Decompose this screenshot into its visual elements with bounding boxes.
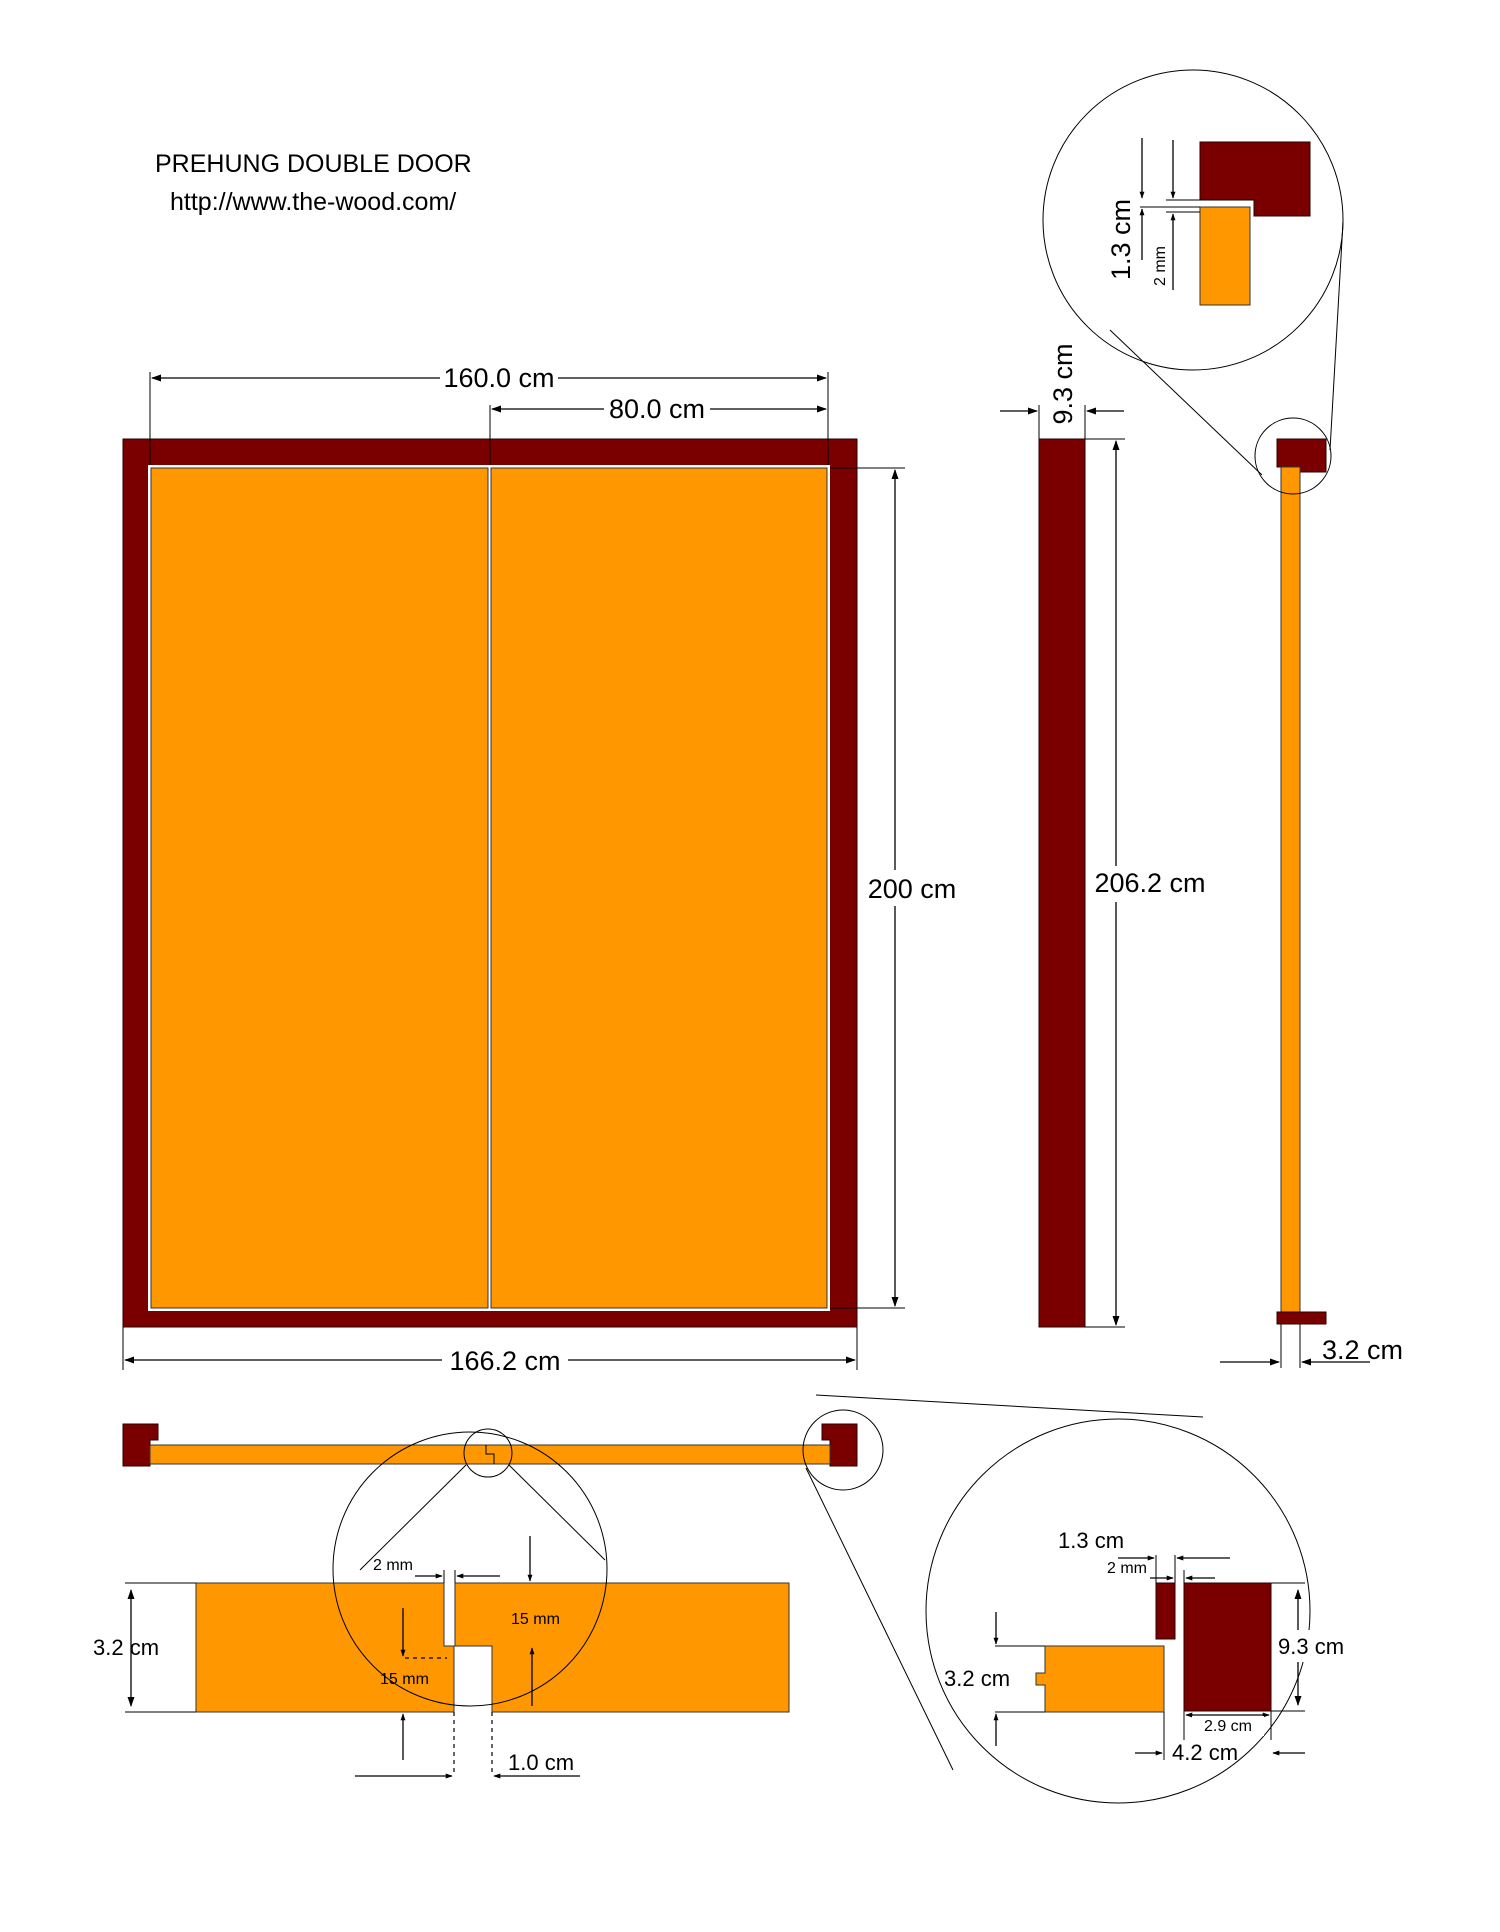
detail-jamb-plan: 1.3 cm 2 mm 9.3 cm 3.2 cm 2.9 cm 4.2 cm	[925, 1418, 1375, 1804]
meeting-step-label-a: 15 mm	[511, 1611, 560, 1628]
jamb-detail-leaf	[1035, 1645, 1165, 1713]
right-door-leaf	[490, 467, 828, 1309]
detail-top-circle: 1.3 cm 2 mm	[1042, 69, 1344, 371]
side-jamb	[1038, 438, 1086, 1328]
outer-width-label: 166.2 cm	[449, 1346, 560, 1376]
meeting-thickness-label: 3.2 cm	[93, 1635, 159, 1660]
dimension-outer-width: 166.2 cm	[122, 1327, 858, 1377]
magnify-circle-jamb	[802, 1409, 884, 1491]
meeting-left-leaf	[195, 1582, 455, 1713]
door-height-label: 200 cm	[868, 874, 957, 904]
jamb-frame-block	[1183, 1582, 1272, 1712]
plan-section-view	[122, 1394, 1204, 1771]
sill-section	[1276, 1311, 1327, 1325]
detail-jamb-outline	[925, 1418, 1311, 1804]
jamb-gap-label: 2 mm	[1107, 1560, 1147, 1577]
left-door-leaf	[150, 467, 489, 1309]
leaf-width-label: 80.0 cm	[609, 394, 705, 424]
jamb-depth-label: 9.3 cm	[1048, 343, 1078, 424]
detail-top-gap-label: 2 mm	[1152, 246, 1169, 286]
jamb-frame-width-label: 4.2 cm	[1172, 1740, 1238, 1765]
detail-top-outline	[1042, 69, 1344, 371]
jamb-leaf-thickness-label: 3.2 cm	[944, 1666, 1010, 1691]
side-jamb-view: 9.3 cm 206.2 cm	[1000, 343, 1210, 1328]
magnify-circle-meeting	[463, 1428, 513, 1478]
detail-top-frame	[1199, 141, 1311, 217]
detail-top-leaf	[1199, 206, 1251, 306]
dimension-door-height: 200 cm	[830, 467, 963, 1309]
detail-meeting-outline	[332, 1431, 608, 1707]
side-section-view: 3.2 cm	[1109, 221, 1403, 1368]
jamb-depth-detail-label: 9.3 cm	[1278, 1634, 1344, 1659]
section-thickness-label: 3.2 cm	[1322, 1335, 1403, 1365]
jamb-overlap-label: 1.3 cm	[1058, 1528, 1124, 1553]
detail-meeting-stile: 2 mm 15 mm 15 mm 1.0 cm 3.2 cm	[93, 1431, 790, 1779]
dimension-leaf-width: 80.0 cm	[489, 392, 827, 465]
plan-left-jamb	[122, 1423, 159, 1467]
front-view	[122, 438, 858, 1328]
jamb-height-label: 206.2 cm	[1094, 868, 1205, 898]
source-url: http://www.the-wood.com/	[170, 188, 456, 216]
magnify-circle-top	[1254, 417, 1332, 495]
leaf-section	[1280, 466, 1301, 1313]
jamb-rabbet-label: 2.9 cm	[1204, 1718, 1252, 1735]
inner-width-label: 160.0 cm	[443, 363, 554, 393]
plan-right-jamb	[821, 1423, 858, 1467]
jamb-stop	[1155, 1582, 1176, 1640]
meeting-offset-label: 1.0 cm	[508, 1750, 574, 1775]
drawing-title: PREHUNG DOUBLE DOOR	[155, 150, 472, 178]
meeting-gap-label: 2 mm	[373, 1557, 413, 1574]
dimension-inner-width: 160.0 cm	[149, 360, 829, 465]
meeting-right-leaf	[454, 1582, 790, 1713]
meeting-step-label-b: 15 mm	[380, 1671, 429, 1688]
detail-top-overlap-label: 1.3 cm	[1106, 199, 1136, 280]
